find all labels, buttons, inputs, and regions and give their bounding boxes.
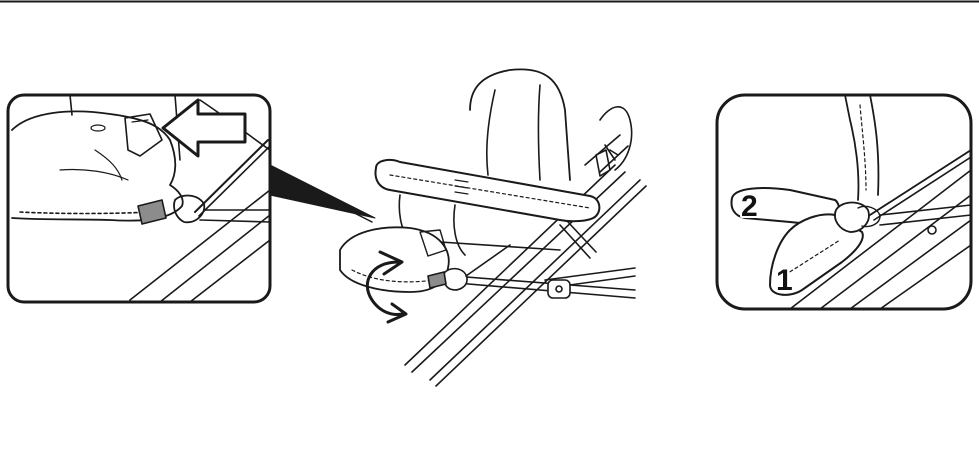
main-stroller-view	[340, 69, 646, 386]
left-detail-inset	[8, 95, 270, 302]
release-button-left	[138, 200, 166, 224]
step-label-2: 2	[741, 190, 758, 223]
step-label-1: 1	[776, 264, 793, 297]
callout-wedge	[270, 165, 375, 218]
right-detail-inset: 2 1	[717, 95, 971, 309]
